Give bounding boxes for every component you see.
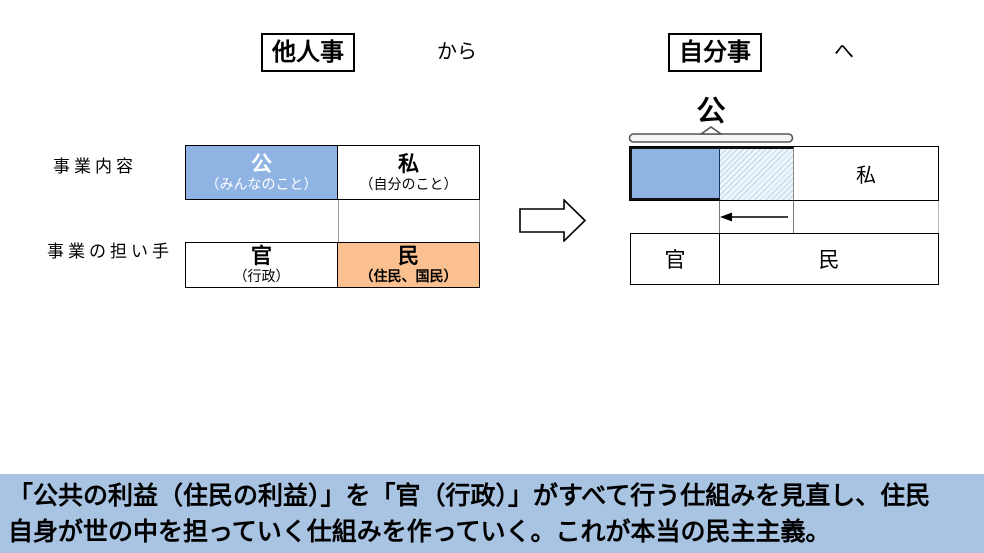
cell-private-sub: （自分のこと） — [359, 175, 458, 192]
left-table-gap-line-right — [479, 200, 480, 242]
right-people-cell: 民 — [719, 233, 939, 285]
footer-line-1: 「公共の利益（住民の利益）」を「官（行政）」がすべて行う仕組みを見直し、住民 — [8, 482, 931, 510]
from-box: 他人事 — [261, 33, 355, 72]
shrink-arrow-icon — [720, 212, 788, 222]
right-gap-line-middle — [793, 201, 794, 233]
cell-government-sub: （行政） — [233, 268, 290, 285]
cell-private: 私 （自分のこと） — [337, 145, 480, 200]
cell-government: 官 （行政） — [185, 242, 338, 288]
direction-suffix: へ — [834, 41, 854, 63]
footer-banner: 「公共の利益（住民の利益）」を「官（行政）」がすべて行う仕組みを見直し、住民 自… — [0, 474, 984, 553]
right-government-cell: 官 — [630, 233, 720, 285]
connector-text: から — [437, 41, 477, 63]
row-label-business-bearer: 事業の担い手 — [47, 242, 173, 261]
right-top-bar: 私 — [629, 146, 939, 201]
right-public-label: 公 — [696, 96, 726, 128]
public-brace-icon — [628, 126, 794, 143]
public-shrinking-hatched-block — [720, 147, 794, 200]
cell-government-main: 官 — [251, 245, 272, 269]
left-table-row-content: 公 （みんなのこと） 私 （自分のこと） — [185, 145, 480, 200]
cell-people-sub: （住民、国民） — [359, 268, 458, 285]
cell-private-main: 私 — [398, 152, 419, 176]
cell-people: 民 （住民、国民） — [337, 242, 480, 288]
footer-line-2: 自身が世の中を担っていく仕組みを作っていく。これが本当の民主主義。 — [8, 518, 831, 546]
cell-public: 公 （みんなのこと） — [185, 145, 338, 200]
right-gap-line-right — [938, 201, 939, 233]
cell-public-main: 公 — [251, 152, 272, 176]
right-gap-line-left — [719, 201, 720, 233]
right-private-cell: 私 — [856, 165, 876, 187]
to-box: 自分事 — [668, 33, 762, 72]
cell-public-sub: （みんなのこと） — [205, 175, 318, 192]
left-table-row-bearer: 官 （行政） 民 （住民、国民） — [185, 242, 480, 288]
transform-arrow-icon — [519, 199, 587, 242]
cell-people-main: 民 — [398, 245, 419, 269]
left-table-gap-line-middle — [338, 200, 339, 242]
public-solid-block — [630, 147, 720, 200]
row-label-business-content: 事業内容 — [53, 157, 137, 176]
